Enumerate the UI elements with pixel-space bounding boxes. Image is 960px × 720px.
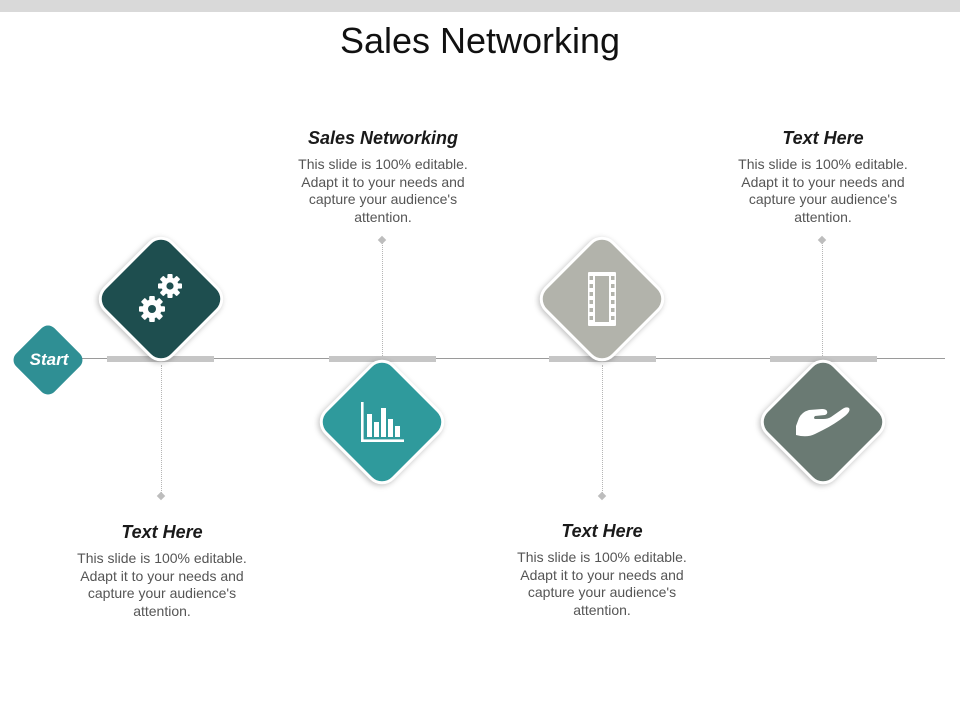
timeline-segment	[770, 356, 877, 362]
gears-icon	[139, 274, 182, 322]
timeline-segment	[549, 356, 656, 362]
step-title: Text Here	[561, 521, 643, 541]
timeline-segment	[329, 356, 436, 362]
step-description: This slide is 100% editable. Adapt it to…	[517, 549, 687, 618]
film-strip-icon	[588, 272, 616, 326]
step-title: Text Here	[121, 522, 203, 542]
connector-dot	[156, 491, 166, 501]
connector-line	[822, 242, 823, 356]
bar-chart-icon	[361, 402, 404, 442]
step-1-text-block: Text Here This slide is 100% editable. A…	[77, 522, 247, 620]
hand-icon	[796, 407, 850, 437]
slide-title: Sales Networking	[339, 20, 621, 61]
step-title: Sales Networking	[307, 128, 459, 148]
step-4-text-block: Text Here This slide is 100% editable. A…	[738, 128, 908, 226]
timeline-segment	[107, 356, 214, 362]
connector-dot	[817, 235, 827, 245]
step-title: Text Here	[782, 128, 864, 148]
timeline-line	[80, 358, 945, 359]
step-description: This slide is 100% editable. Adapt it to…	[738, 156, 908, 225]
start-label: Start	[29, 350, 69, 369]
top-bar	[0, 0, 960, 12]
connector-line	[602, 365, 603, 495]
connector-line	[161, 365, 162, 495]
connector-dot	[377, 235, 387, 245]
connector-dot	[597, 491, 607, 501]
connector-line	[382, 242, 383, 356]
step-description: This slide is 100% editable. Adapt it to…	[77, 550, 247, 619]
step-description: This slide is 100% editable. Adapt it to…	[298, 156, 468, 225]
step-3-text-block: Text Here This slide is 100% editable. A…	[517, 521, 687, 619]
step-2-text-block: Sales Networking This slide is 100% edit…	[298, 128, 468, 226]
